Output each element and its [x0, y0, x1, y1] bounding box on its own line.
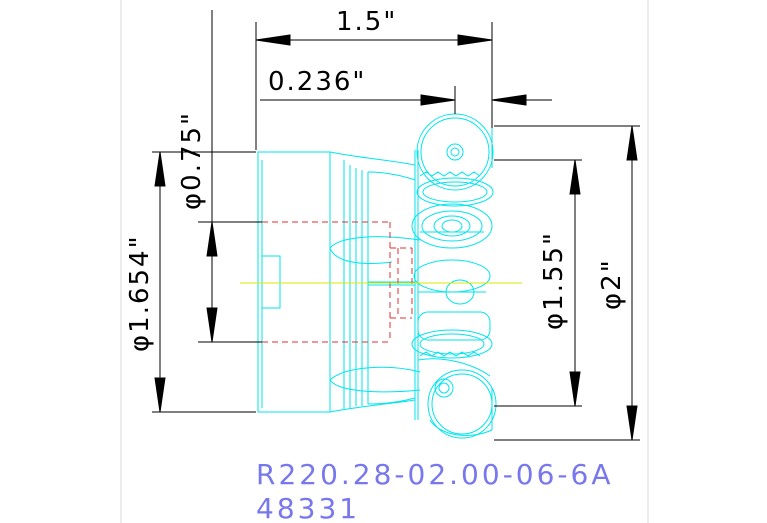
- part-code: 48331: [256, 492, 360, 523]
- dim-cutting-diameter-outer: φ2": [597, 258, 627, 310]
- dim-overall-length: 1.5": [336, 7, 397, 37]
- dim-cutting-diameter-inner: φ1.55": [539, 231, 569, 330]
- part-number: R220.28-02.00-06-6A: [256, 458, 614, 491]
- dim-bore-diameter: φ0.75": [177, 111, 207, 210]
- dimension-lines: [152, 10, 640, 441]
- dim-body-diameter: φ1.654": [125, 234, 155, 352]
- dim-insert-offset: 0.236": [268, 67, 366, 97]
